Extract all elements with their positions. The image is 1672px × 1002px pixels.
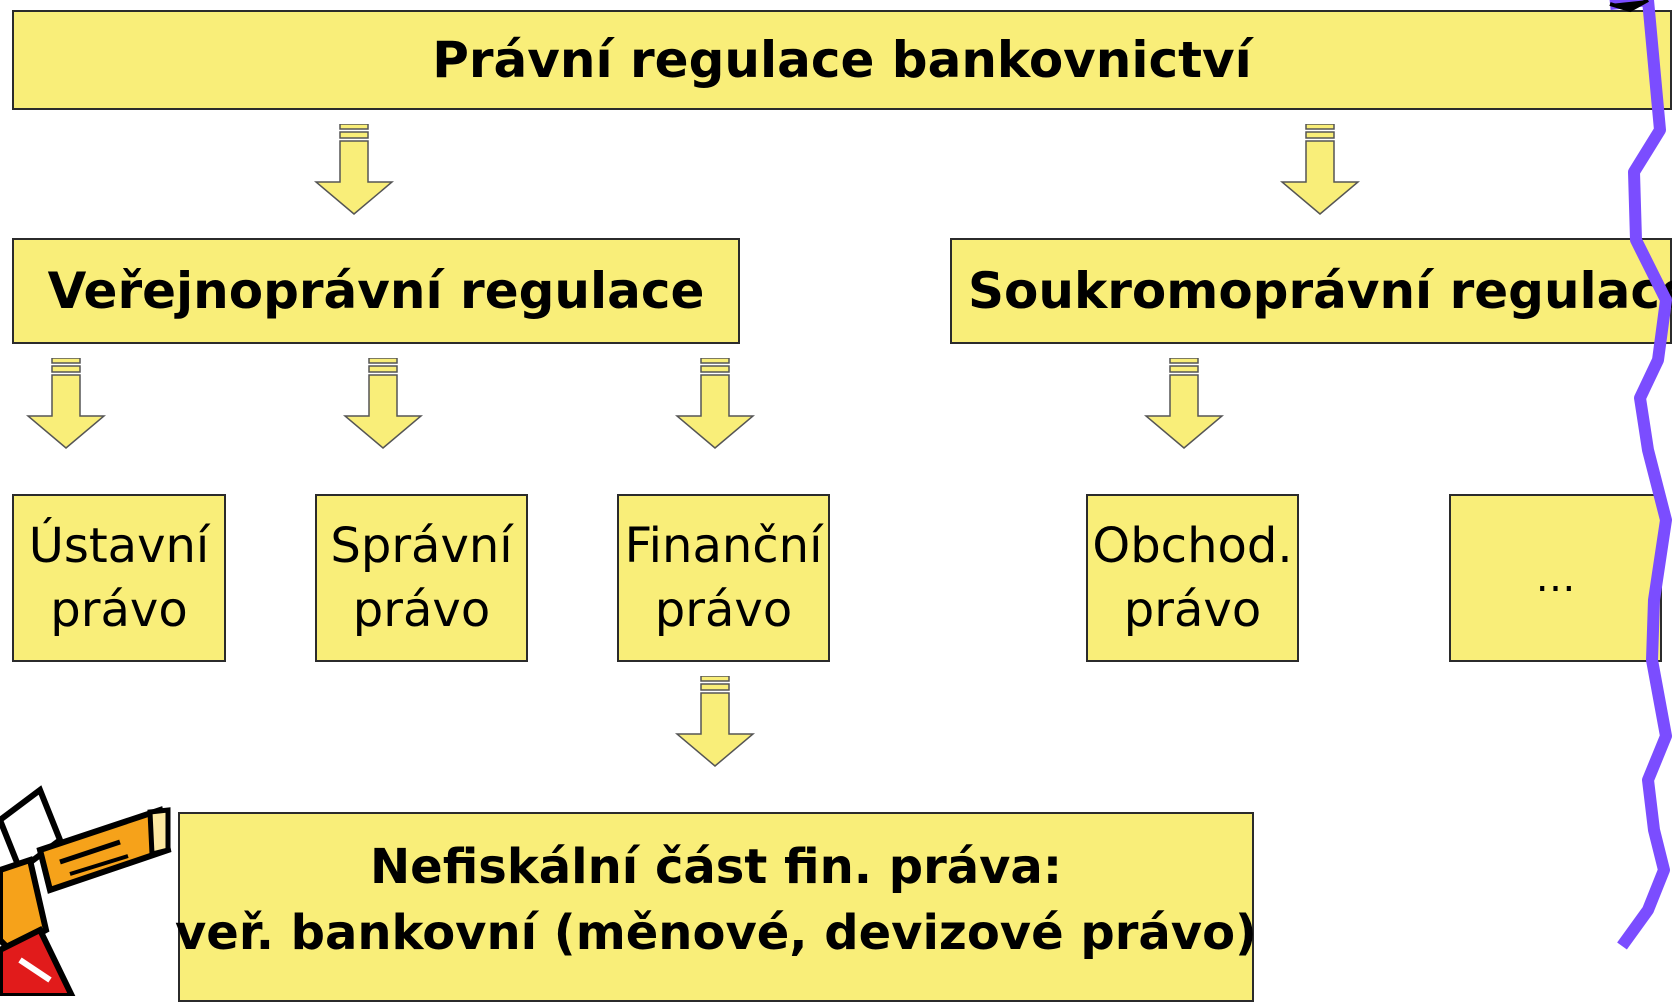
public-regulation-box: Veřejnoprávní regulace <box>12 238 740 344</box>
private-regulation-box: Soukromoprávní regulace <box>950 238 1672 344</box>
result-box: Nefiskální část fin. práva: veř. bankovn… <box>175 812 1257 1002</box>
constitutional-law-box: Ústavní právo <box>12 494 226 662</box>
result-line2: veř. bankovní (měnové, devizové právo) <box>175 905 1257 961</box>
financial-law-line2: právo <box>654 582 793 638</box>
other-law-box: … <box>1449 494 1662 662</box>
result-line1: Nefiskální část fin. práva: <box>369 839 1063 895</box>
arrow-down-icon <box>1144 358 1224 449</box>
zigzag-decoration-icon <box>1609 0 1672 950</box>
administrative-law-line2: právo <box>352 582 491 638</box>
administrative-law-line1: Správní <box>330 518 513 574</box>
arrow-down-icon <box>1280 124 1360 215</box>
arrow-down-icon <box>675 358 755 449</box>
administrative-law-box: Správní právo <box>315 494 528 662</box>
title-box: Právní regulace bankovnictví <box>12 10 1672 110</box>
commercial-law-line2: právo <box>1123 582 1262 638</box>
public-regulation-text: Veřejnoprávní regulace <box>47 262 705 320</box>
arrow-down-icon <box>675 676 755 767</box>
arrow-down-icon <box>314 124 394 215</box>
financial-law-line1: Finanční <box>624 518 823 574</box>
commercial-law-line1: Obchod. <box>1092 518 1293 574</box>
arrow-down-icon <box>343 358 423 449</box>
financial-law-box: Finanční právo <box>617 494 830 662</box>
constitutional-law-line1: Ústavní <box>28 518 210 574</box>
constitutional-law-line2: právo <box>50 582 188 638</box>
title-text: Právní regulace bankovnictví <box>432 31 1252 89</box>
arrow-down-icon <box>26 358 106 449</box>
pencil-clipart-icon <box>0 785 172 996</box>
commercial-law-box: Obchod. právo <box>1086 494 1299 662</box>
private-regulation-text: Soukromoprávní regulace <box>968 262 1672 320</box>
other-law-text: … <box>1535 555 1576 601</box>
